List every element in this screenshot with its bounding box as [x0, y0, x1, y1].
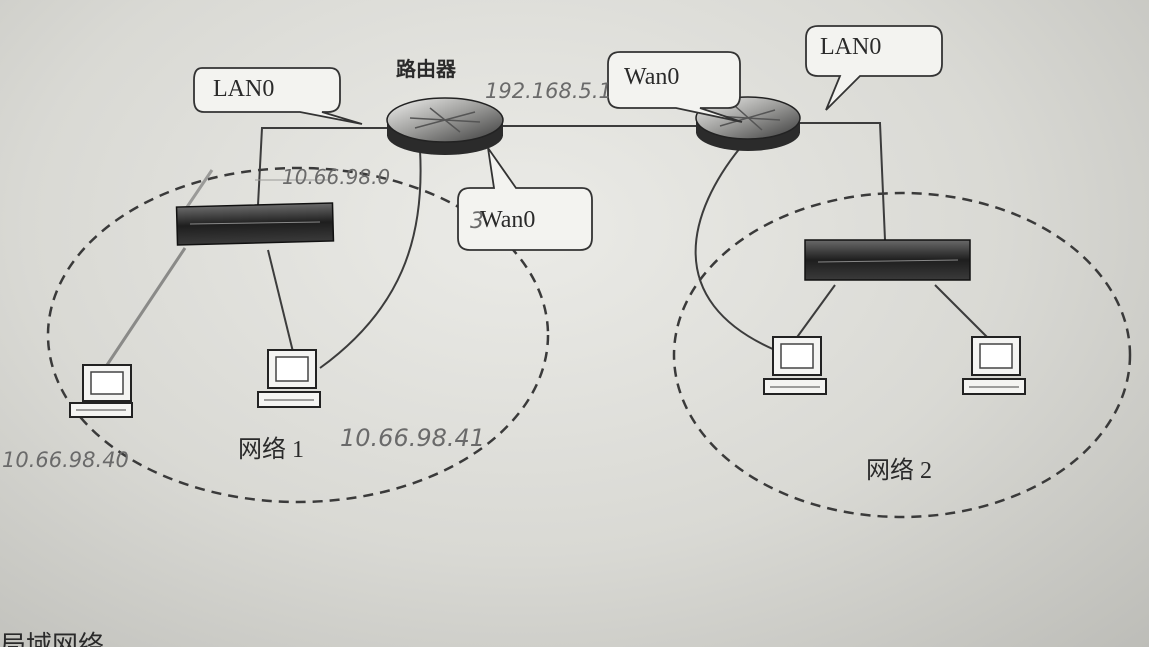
handwritten-router-ip: 192.168.5.1 — [485, 79, 612, 103]
callout-lan0-right: LAN0 — [805, 25, 943, 111]
network-1-label: 网络 1 — [238, 436, 304, 463]
network-2-label: 网络 2 — [866, 457, 932, 484]
callout-wan0-right: Wan0 — [607, 51, 743, 123]
pc-2b — [962, 336, 1026, 395]
lan0-right-label: LAN0 — [820, 34, 881, 60]
handwritten-host-left-ip: 10.66.98.40 — [2, 448, 129, 472]
handwritten-host-right-ip: 10.66.98.41 — [340, 424, 485, 452]
callout-lan0-left: LAN0 — [193, 67, 363, 125]
link-switch2-pc2a — [794, 284, 836, 341]
link-router1-switch1 — [257, 127, 388, 206]
link-router2-switch2 — [800, 122, 886, 241]
callout-wan0-left: Wan0 — [457, 147, 593, 251]
router-1 — [386, 97, 504, 155]
lan0-left-label: LAN0 — [213, 76, 274, 102]
link-switch1-pc1b — [267, 249, 296, 361]
link-router1-pc1b — [319, 149, 422, 369]
link-switch2-pc2b — [934, 284, 996, 346]
handwritten-wan0-mark: 3 — [470, 209, 484, 234]
links — [103, 122, 996, 369]
wan0-right-label: Wan0 — [624, 64, 679, 90]
pc-1b — [257, 349, 321, 408]
network-1-boundary — [46, 166, 550, 504]
pc-1a — [69, 364, 133, 418]
link-faint-1 — [183, 169, 214, 211]
switch-1 — [175, 202, 335, 246]
router-caption: 路由器 — [396, 57, 457, 81]
link-switch1-pc1a — [103, 247, 187, 369]
network-2-boundary — [672, 191, 1132, 519]
wan0-left-label: Wan0 — [480, 207, 535, 233]
link-router2-pc2a — [694, 147, 776, 351]
bottom-cut-text: 局域网络 — [0, 631, 104, 647]
handwritten-net1-address: 10.66.98.0 — [282, 165, 390, 189]
pc-2a — [763, 336, 827, 395]
switch-2 — [804, 239, 971, 281]
